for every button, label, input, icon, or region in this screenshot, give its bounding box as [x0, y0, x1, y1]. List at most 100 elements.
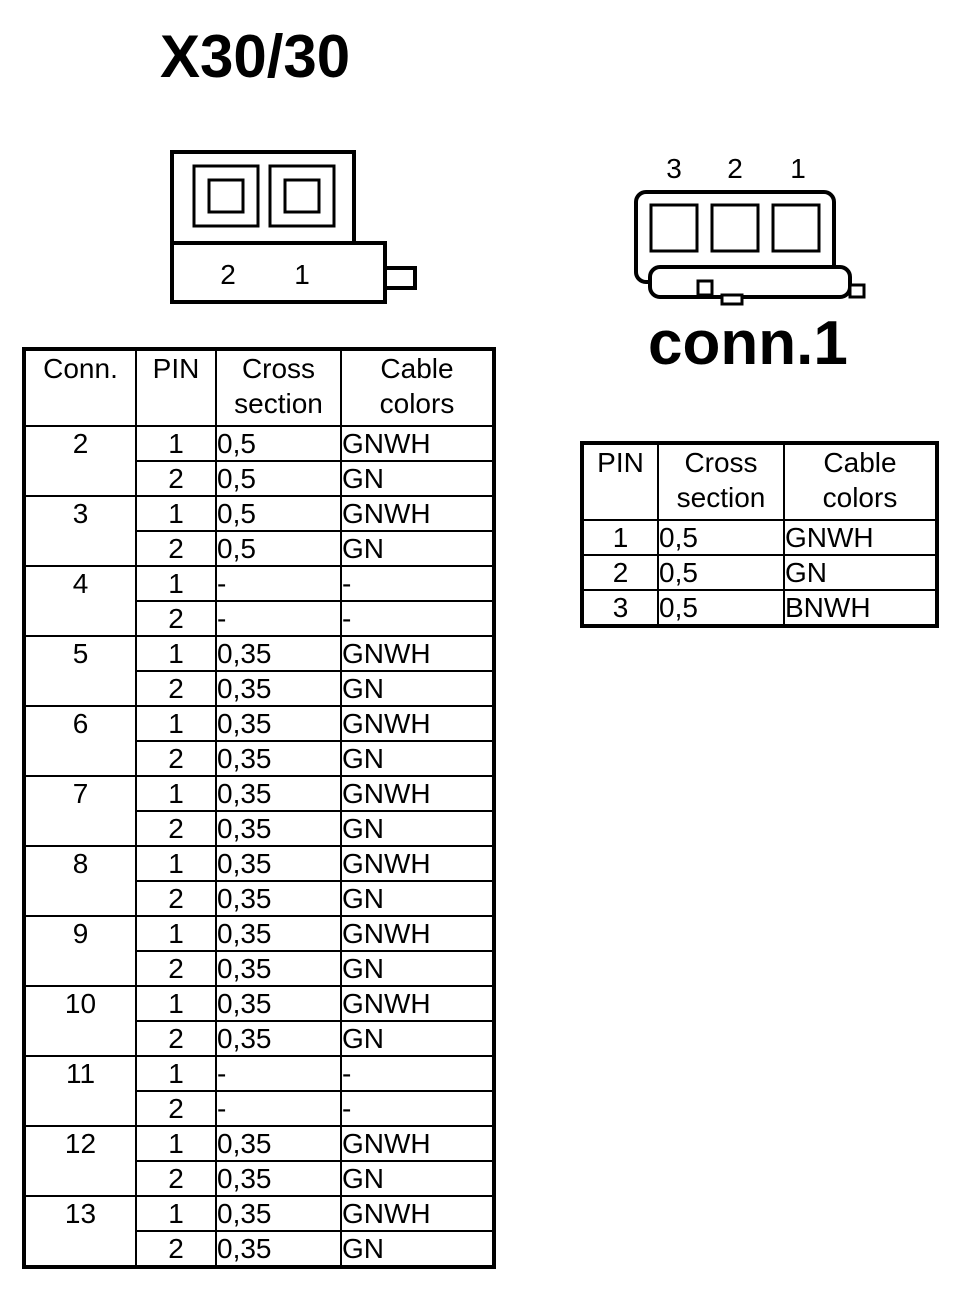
pin-cell: 3 — [581, 589, 659, 627]
cross-section-cell: 0,35 — [215, 740, 342, 777]
header-pin: PIN — [135, 348, 217, 427]
pin-cell: 1 — [135, 985, 217, 1022]
conn1-header-pin: PIN — [581, 442, 659, 521]
cross-section-cell: 0,35 — [215, 775, 342, 812]
cross-section-cell: 0,35 — [215, 635, 342, 672]
pin-cell: 2 — [581, 554, 659, 591]
x30-connector-drawing: 2 1 — [170, 150, 417, 304]
pin-cell: 1 — [135, 635, 217, 672]
conn1-connector-drawing: 3 2 1 — [634, 153, 866, 306]
header-conn: Conn. — [23, 348, 137, 427]
conn1-pin-label-1: 1 — [790, 153, 806, 184]
conn-number-cell: 7 — [23, 775, 137, 847]
pin-cell: 2 — [135, 1090, 217, 1127]
conn1-pin-label-3: 3 — [666, 153, 682, 184]
cable-color-cell: GNWH — [340, 915, 495, 952]
pin-cell: 2 — [135, 1020, 217, 1057]
cross-section-cell: 0,35 — [215, 880, 342, 917]
cable-color-cell: - — [340, 1090, 495, 1127]
cable-color-cell: GN — [340, 740, 495, 777]
cable-color-cell: GN — [340, 670, 495, 707]
cross-section-cell: 0,35 — [215, 705, 342, 742]
main-title: X30/30 — [160, 23, 351, 90]
cable-color-cell: BNWH — [783, 589, 938, 627]
conn-number-cell: 12 — [23, 1125, 137, 1197]
pin-cell: 2 — [135, 460, 217, 497]
cross-section-cell: 0,35 — [215, 1020, 342, 1057]
cross-section-cell: 0,35 — [215, 915, 342, 952]
table-row: 2-- — [24, 600, 495, 637]
cable-color-cell: GN — [340, 1230, 495, 1268]
cable-color-cell: GNWH — [340, 1195, 495, 1232]
pin-cell: 2 — [135, 1230, 217, 1268]
pin-cell: 2 — [135, 1160, 217, 1197]
cable-color-cell: GNWH — [340, 845, 495, 882]
cross-section-cell: 0,35 — [215, 1125, 342, 1162]
cross-section-cell: 0,5 — [657, 519, 785, 556]
cable-color-cell: GN — [783, 554, 938, 591]
conn-number-cell: 4 — [23, 565, 137, 637]
conn1-latch-bar — [648, 265, 852, 299]
cross-section-cell: 0,35 — [215, 1230, 342, 1268]
cross-section-cell: 0,5 — [215, 530, 342, 567]
x30-pin-label-2: 2 — [220, 259, 236, 290]
cross-section-cell: 0,35 — [215, 670, 342, 707]
pin-cell: 1 — [135, 1125, 217, 1162]
pin-cell: 1 — [135, 495, 217, 532]
pin-cell: 1 — [581, 519, 659, 556]
cross-section-cell: 0,35 — [215, 1195, 342, 1232]
pin-cell: 2 — [135, 810, 217, 847]
pin-cell: 2 — [135, 880, 217, 917]
cable-color-cell: GNWH — [340, 775, 495, 812]
cross-section-cell: 0,5 — [215, 425, 342, 462]
cross-section-cell: - — [215, 565, 342, 602]
cross-section-cell: 0,35 — [215, 845, 342, 882]
cable-color-cell: GNWH — [340, 495, 495, 532]
cable-color-cell: GN — [340, 880, 495, 917]
pin-cell: 1 — [135, 705, 217, 742]
conn-number-cell: 5 — [23, 635, 137, 707]
cable-color-cell: GN — [340, 810, 495, 847]
cross-section-cell: 0,35 — [215, 950, 342, 987]
x30-pin-2-outer — [192, 164, 260, 228]
conn-number-cell: 6 — [23, 705, 137, 777]
pin-cell: 1 — [135, 1055, 217, 1092]
cable-color-cell: - — [340, 565, 495, 602]
x30-pin-1-inner — [283, 178, 321, 214]
pin-cell: 1 — [135, 845, 217, 882]
cable-color-cell: GN — [340, 950, 495, 987]
pin-cell: 1 — [135, 565, 217, 602]
x30-pin-label-1: 1 — [294, 259, 310, 290]
cable-color-cell: GN — [340, 530, 495, 567]
cross-section-cell: - — [215, 1090, 342, 1127]
cross-section-cell: - — [215, 600, 342, 637]
cable-color-cell: GNWH — [340, 985, 495, 1022]
conn1-side-tab — [848, 283, 866, 299]
x30-pin-1-outer — [268, 164, 336, 228]
cross-section-cell: 0,35 — [215, 985, 342, 1022]
pin-cell: 1 — [135, 425, 217, 462]
cross-section-cell: 0,5 — [657, 589, 785, 627]
conn-number-cell: 11 — [23, 1055, 137, 1127]
pin-cell: 1 — [135, 915, 217, 952]
cross-section-cell: 0,35 — [215, 1160, 342, 1197]
